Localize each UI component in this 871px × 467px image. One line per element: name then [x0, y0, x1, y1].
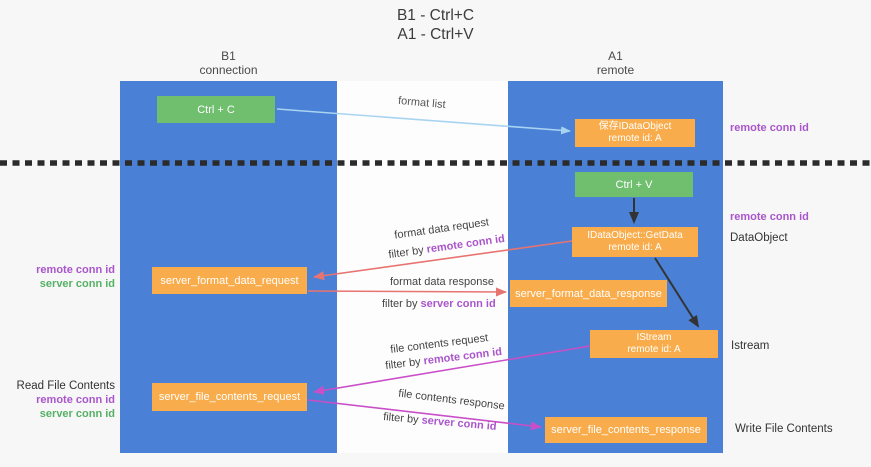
node-server-format-data-response-label: server_format_data_response: [515, 287, 662, 300]
node-save-idataobject: 保存IDataObject remote id: A: [575, 119, 695, 147]
left-conn-id-stack-1: remote conn id server conn id: [5, 263, 115, 291]
node-server-format-data-request-label: server_format_data_request: [160, 274, 299, 287]
left-label-remote-conn-id-1: remote conn id: [36, 264, 115, 276]
node-idataobject-getdata: IDataObject::GetData remote id: A: [572, 227, 698, 257]
right-column-role: remote: [596, 63, 635, 77]
node-ctrl-c-label: Ctrl + C: [197, 103, 235, 116]
node-istream-line2: remote id: A: [627, 344, 681, 355]
node-ctrl-v: Ctrl + V: [575, 172, 693, 197]
right-label-remote-conn-id-2: remote conn id: [730, 211, 809, 223]
node-save-idataobject-line2: remote id: A: [608, 133, 662, 144]
right-label-istream: Istream: [731, 340, 770, 352]
left-read-file-stack: Read File Contents remote conn id server…: [5, 379, 115, 421]
left-column-role: connection: [199, 63, 258, 77]
node-save-idataobject-line1: 保存IDataObject: [598, 121, 672, 132]
right-label-dataobject: DataObject: [730, 232, 788, 244]
node-ctrl-c: Ctrl + C: [157, 96, 275, 123]
left-column-name: B1: [221, 49, 236, 63]
node-idataobject-getdata-line1: IDataObject::GetData: [587, 230, 683, 241]
node-server-format-data-response: server_format_data_response: [510, 280, 667, 307]
filter-by-text: filter by: [382, 298, 421, 310]
left-label-server-conn-id-2: server conn id: [39, 408, 115, 420]
left-label-remote-conn-id-2: remote conn id: [36, 394, 115, 406]
node-istream: IStream remote id: A: [590, 330, 718, 358]
left-column-header: B1 connection: [120, 49, 337, 77]
node-server-file-contents-response: server_file_contents_response: [545, 417, 707, 443]
right-label-write-file-contents: Write File Contents: [735, 423, 833, 435]
node-server-file-contents-response-label: server_file_contents_response: [551, 424, 701, 436]
node-server-file-contents-request: server_file_contents_request: [152, 383, 307, 411]
diagram-title: B1 - Ctrl+C A1 - Ctrl+V: [0, 6, 871, 44]
label-format-data-response: format data response: [390, 276, 494, 288]
right-column-header: A1 remote: [508, 49, 723, 77]
label-filter-by-server-conn-id-1: filter by server conn id: [382, 298, 496, 310]
node-ctrl-v-label: Ctrl + V: [615, 178, 653, 191]
title-line-1: B1 - Ctrl+C: [396, 7, 475, 24]
node-server-file-contents-request-label: server_file_contents_request: [158, 391, 301, 403]
node-idataobject-getdata-line2: remote id: A: [608, 242, 662, 253]
right-label-remote-conn-id-1: remote conn id: [730, 122, 809, 134]
left-label-server-conn-id-1: server conn id: [39, 278, 115, 290]
node-istream-line1: IStream: [636, 332, 672, 343]
right-column-name: A1: [608, 49, 623, 63]
server-conn-id-text: server conn id: [420, 298, 496, 310]
title-line-2: A1 - Ctrl+V: [397, 26, 474, 43]
left-label-read-file-contents: Read File Contents: [16, 380, 115, 392]
node-server-format-data-request: server_format_data_request: [152, 267, 307, 294]
